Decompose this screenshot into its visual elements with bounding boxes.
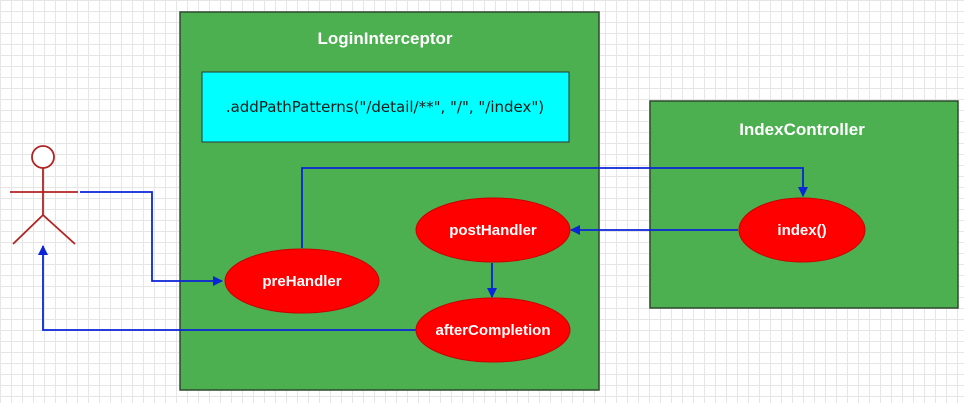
prehandler-to-index-connector xyxy=(301,167,808,248)
prehandler-ellipse xyxy=(224,248,380,314)
prehandler-label: preHandler xyxy=(262,273,341,290)
stick-figure-icon xyxy=(10,145,78,245)
aftercompletion-node: afterCompletion xyxy=(415,297,571,363)
path-patterns-rect xyxy=(201,71,570,143)
index-label: index() xyxy=(777,222,826,239)
index-controller-title: IndexController xyxy=(739,120,865,139)
flow-connectors xyxy=(38,167,808,331)
posthandler-ellipse xyxy=(415,197,571,263)
aftercompletion-ellipse xyxy=(415,297,571,363)
index-ellipse xyxy=(738,197,866,263)
aftercompletion-to-actor-connector xyxy=(38,245,416,331)
prehandler-node: preHandler xyxy=(224,248,380,314)
posthandler-label: postHandler xyxy=(449,222,537,239)
actor-to-prehandler-connector xyxy=(80,191,223,286)
path-patterns-text: .addPathPatterns("/detail/**", "/", "/in… xyxy=(226,98,544,116)
path-patterns-box: .addPathPatterns("/detail/**", "/", "/in… xyxy=(201,71,570,143)
aftercompletion-label: afterCompletion xyxy=(435,322,550,339)
login-interceptor-title: LoginInterceptor xyxy=(317,29,452,48)
posthandler-node: postHandler xyxy=(415,197,571,263)
index-node: index() xyxy=(738,197,866,263)
